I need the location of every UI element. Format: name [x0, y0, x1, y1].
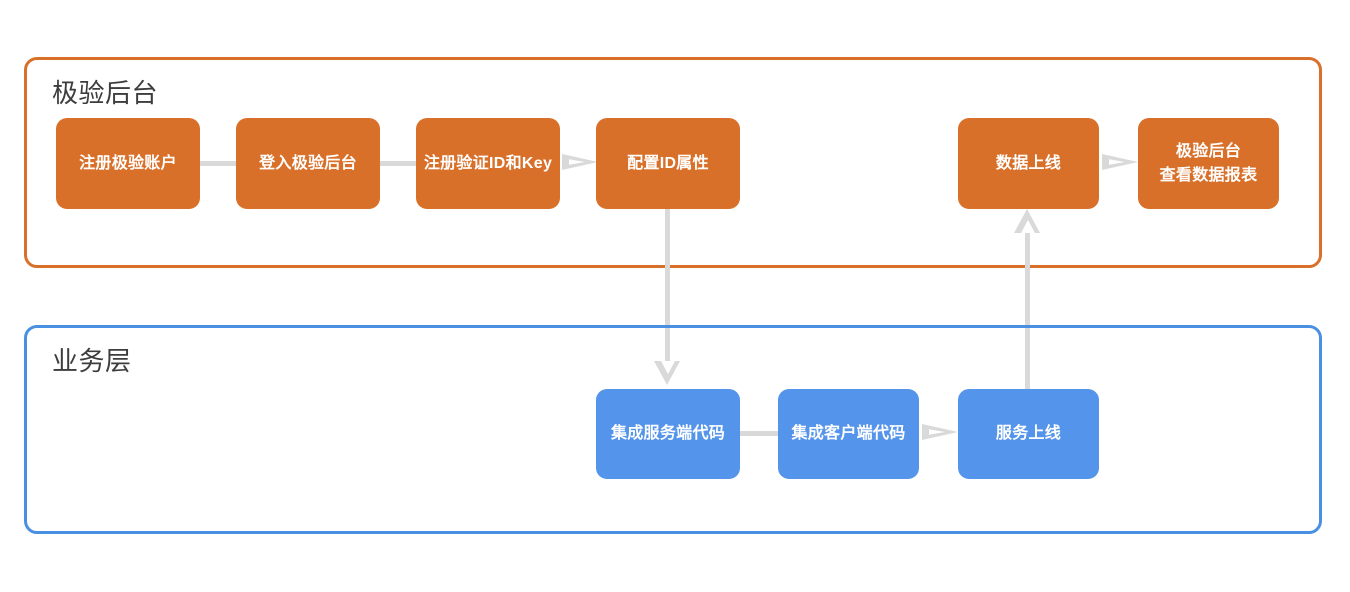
node-login-backend[interactable]: 登入极验后台 — [236, 118, 380, 209]
arrowhead-notch-down — [660, 361, 675, 374]
node-register-id-key[interactable]: 注册验证ID和Key — [416, 118, 560, 209]
connector-configure-id-to-integrate-server-line — [665, 209, 670, 364]
group-title-backend: 极验后台 — [52, 78, 159, 108]
node-service-online[interactable]: 服务上线 — [958, 389, 1099, 479]
connector-integrate-server-to-integrate-client — [740, 431, 778, 436]
node-data-online[interactable]: 数据上线 — [958, 118, 1099, 209]
connector-service-online-to-data-online-line — [1025, 232, 1030, 389]
group-title-business: 业务层 — [52, 346, 132, 376]
group-container-business — [24, 325, 1322, 534]
node-register-account[interactable]: 注册极验账户 — [56, 118, 200, 209]
group-container-backend — [24, 57, 1322, 268]
arrowhead-notch-up — [1020, 220, 1035, 233]
connector-register-account-to-login-backend — [200, 161, 236, 166]
node-integrate-server[interactable]: 集成服务端代码 — [596, 389, 740, 479]
node-view-report[interactable]: 极验后台 查看数据报表 — [1138, 118, 1279, 209]
node-configure-id[interactable]: 配置ID属性 — [596, 118, 740, 209]
connector-login-backend-to-register-id-key — [380, 161, 416, 166]
node-integrate-client[interactable]: 集成客户端代码 — [778, 389, 919, 479]
